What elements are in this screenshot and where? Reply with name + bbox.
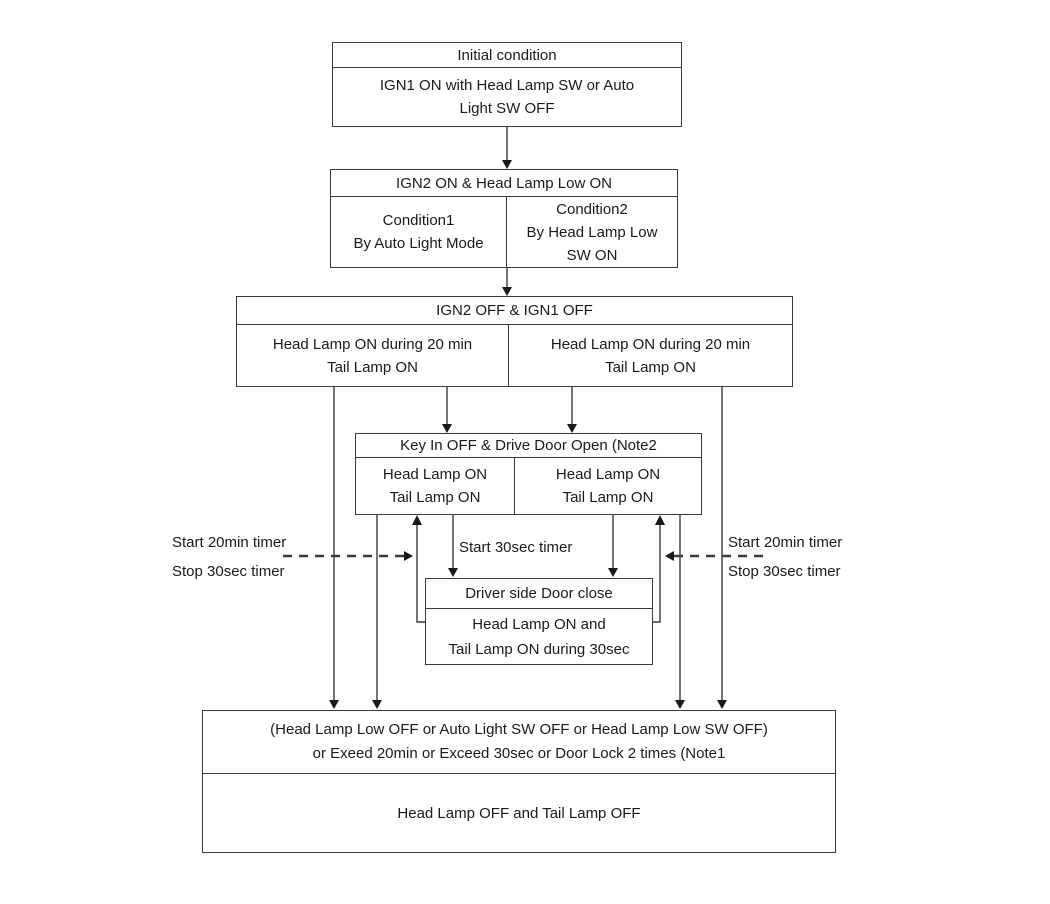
line-ign2off-right-to-lampoff (717, 387, 727, 709)
ign2-off-title: IGN2 OFF & IGN1 OFF (237, 297, 792, 325)
left-timer-line1: Start 20min timer (172, 534, 287, 551)
ign2-off-left-line1: Head Lamp ON during 20 min (272, 335, 473, 353)
lamp-off-result: Head Lamp OFF and Tail Lamp OFF (397, 804, 641, 822)
door-close-body-line1: Head Lamp ON and (472, 615, 606, 633)
ign2-off-right-line1: Head Lamp ON during 20 min (550, 335, 751, 353)
lamp-off-condition: (Head Lamp Low OFF or Auto Light SW OFF … (203, 711, 835, 774)
ign2-off-left-cell: Head Lamp ON during 20 min Tail Lamp ON (237, 325, 508, 386)
ign2-off-right-line2: Tail Lamp ON (605, 358, 696, 376)
ign2-on-condition1-cell: Condition1 By Auto Light Mode (331, 197, 506, 267)
door-close-box: Driver side Door close Head Lamp ON and … (425, 578, 653, 665)
ign2-on-title: IGN2 ON & Head Lamp Low ON (331, 170, 677, 197)
right-timer-line1: Start 20min timer (728, 534, 843, 551)
initial-condition-body-line1: IGN1 ON with Head Lamp SW or Auto (379, 77, 635, 94)
initial-condition-title: Initial condition (333, 43, 681, 68)
condition1-line1: Condition1 (382, 212, 455, 229)
ign2-off-left-line2: Tail Lamp ON (327, 358, 418, 376)
lamp-off-box: (Head Lamp Low OFF or Auto Light SW OFF … (202, 710, 836, 853)
key-in-off-box: Key In OFF & Drive Door Open (Note2 Head… (355, 433, 702, 515)
door-close-title: Driver side Door close (426, 579, 652, 609)
arrow-ign2off-right-to-keyin (567, 387, 577, 433)
arrow-initial-to-ign2on (502, 127, 512, 169)
lamp-off-condition-line2: or Exeed 20min or Exceed 30sec or Door L… (312, 745, 726, 762)
start-30sec-timer-label: Start 30sec timer (459, 539, 573, 556)
dashed-arrow-right-timer (665, 551, 763, 561)
arrow-ign2off-left-to-keyin (442, 387, 452, 433)
left-timer-label: Start 20min timer Stop 30sec timer (172, 528, 286, 586)
ign2-on-box: IGN2 ON & Head Lamp Low ON Condition1 By… (330, 169, 678, 268)
left-timer-line2: Stop 30sec timer (172, 563, 285, 580)
door-close-body-line2: Tail Lamp ON during 30sec (448, 640, 630, 658)
arrow-keyin-left-to-doorclose (448, 514, 458, 577)
lamp-off-condition-line1: (Head Lamp Low OFF or Auto Light SW OFF … (270, 721, 768, 738)
key-in-off-left-line1: Head Lamp ON (382, 466, 488, 483)
arrow-ign2on-to-ign2off (502, 268, 512, 296)
arrow-doorclose-right-up-to-keyin (653, 515, 665, 623)
right-timer-line2: Stop 30sec timer (728, 563, 841, 580)
initial-condition-box: Initial condition IGN1 ON with Head Lamp… (332, 42, 682, 127)
ign2-off-right-cell: Head Lamp ON during 20 min Tail Lamp ON (508, 325, 792, 386)
condition2-line1: Condition2 (556, 200, 628, 218)
key-in-off-right-cell: Head Lamp ON Tail Lamp ON (514, 458, 701, 514)
key-in-off-right-line1: Head Lamp ON (555, 466, 661, 483)
key-in-off-title: Key In OFF & Drive Door Open (Note2 (356, 434, 701, 458)
arrow-keyin-right-to-doorclose (608, 514, 618, 577)
initial-condition-body-line2: Light SW OFF (459, 100, 555, 117)
dashed-arrow-left-timer (283, 551, 413, 561)
line-keyin-right-to-lampoff (675, 514, 685, 709)
ign2-on-condition2-cell: Condition2 By Head Lamp Low SW ON (506, 197, 677, 267)
condition2-line3: SW ON (566, 246, 618, 264)
initial-condition-body: IGN1 ON with Head Lamp SW or Auto Light … (333, 68, 681, 126)
condition1-line2: By Auto Light Mode (353, 235, 484, 252)
ign2-off-box: IGN2 OFF & IGN1 OFF Head Lamp ON during … (236, 296, 793, 387)
key-in-off-left-cell: Head Lamp ON Tail Lamp ON (356, 458, 514, 514)
key-in-off-right-line2: Tail Lamp ON (562, 489, 654, 506)
door-close-body: Head Lamp ON and Tail Lamp ON during 30s… (426, 609, 652, 664)
condition2-line2: By Head Lamp Low (526, 223, 658, 241)
arrow-doorclose-left-up-to-keyin (412, 515, 425, 623)
line-keyin-left-to-lampoff (372, 514, 382, 709)
key-in-off-left-line2: Tail Lamp ON (389, 489, 481, 506)
line-ign2off-left-to-lampoff (329, 387, 339, 709)
right-timer-label: Start 20min timer Stop 30sec timer (728, 528, 842, 586)
